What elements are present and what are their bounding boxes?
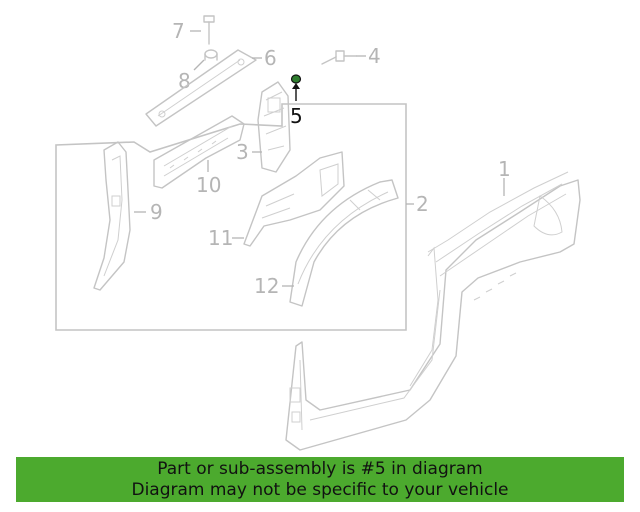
- part-9-pillar: [93, 141, 131, 291]
- callout-7: 7: [172, 19, 185, 43]
- parts-diagram: 7 8 6 4 5 3 10: [55, 15, 581, 451]
- info-banner: Part or sub-assembly is #5 in diagram Di…: [16, 457, 624, 502]
- callout-12: 12: [254, 274, 279, 298]
- leader-8: [193, 59, 205, 71]
- part-6-reinforcement: [145, 49, 257, 127]
- leader-5-arrowhead: [292, 83, 300, 89]
- callout-3: 3: [236, 140, 249, 164]
- part-8-nut: [204, 49, 218, 61]
- part-11-inner-panel: [243, 151, 345, 247]
- part-7-bolt: [203, 15, 215, 45]
- callout-6: 6: [264, 46, 277, 70]
- part-10-rail: [153, 115, 245, 189]
- banner-line-2: Diagram may not be specific to your vehi…: [131, 480, 509, 500]
- callout-10: 10: [196, 173, 221, 197]
- callout-11: 11: [208, 226, 233, 250]
- part-4-bolt: [321, 50, 357, 65]
- banner-line-1: Part or sub-assembly is #5 in diagram: [157, 459, 483, 479]
- part-12-wheel-arch: [289, 179, 399, 307]
- part-1-body-side: [285, 171, 581, 451]
- callout-8: 8: [178, 69, 191, 93]
- part-3-bracket: [257, 81, 291, 173]
- callout-9: 9: [150, 200, 163, 224]
- callout-5: 5: [290, 104, 303, 128]
- callout-4: 4: [368, 44, 381, 68]
- callout-1: 1: [498, 157, 511, 181]
- subassembly-outline: [55, 103, 407, 331]
- part-5-clip: [290, 74, 302, 84]
- callout-2: 2: [416, 192, 429, 216]
